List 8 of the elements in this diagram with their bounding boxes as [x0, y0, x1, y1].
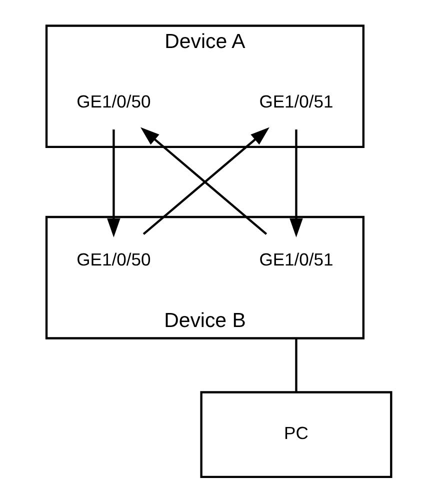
node-text: GE1/0/51 [258, 249, 333, 270]
node-text: GE1/0/51 [258, 92, 333, 112]
arrow [289, 129, 302, 238]
node-text: GE1/0/50 [76, 92, 150, 112]
connector [294, 338, 297, 392]
node-box: PC [200, 391, 392, 478]
node-text: GE1/0/50 [76, 249, 150, 270]
arrow [106, 129, 120, 238]
